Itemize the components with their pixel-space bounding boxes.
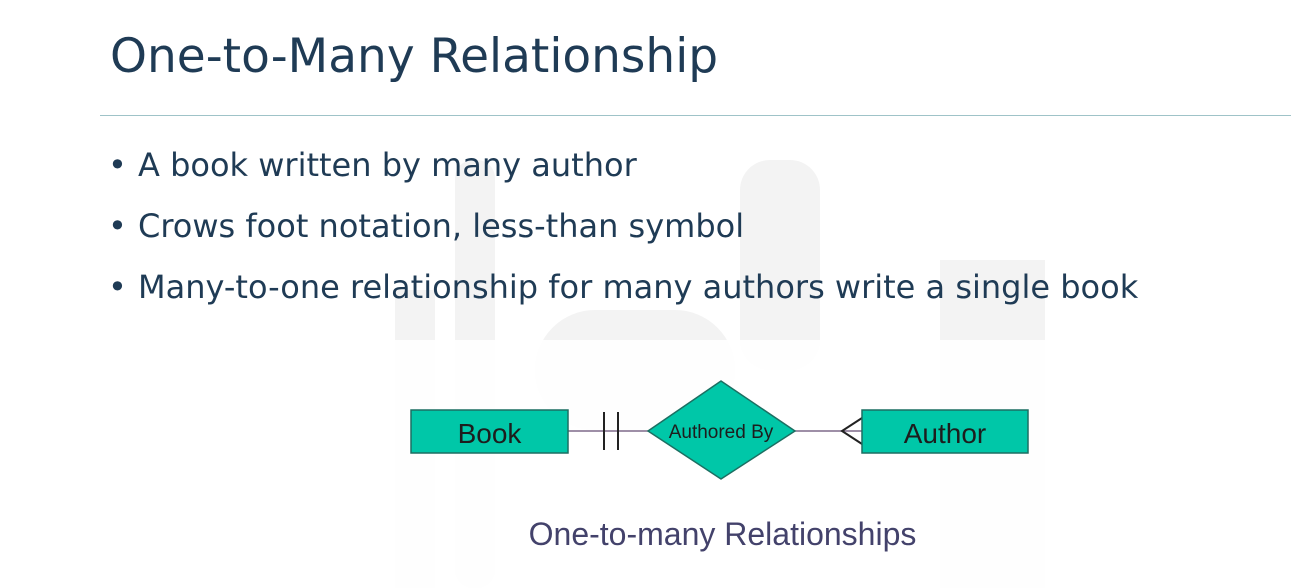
relationship-label: Authored By — [669, 422, 774, 443]
bullet-marker: • — [108, 268, 127, 306]
bullet-text: Many-to-one relationship for many author… — [138, 268, 1139, 306]
bullet-list: • A book written by many author • Crows … — [108, 143, 1138, 326]
diagram-caption: One-to-many Relationships — [528, 516, 917, 552]
entity-book-label: Book — [458, 418, 523, 449]
bullet-item: • Many-to-one relationship for many auth… — [108, 265, 1138, 326]
bullet-item: • A book written by many author — [108, 143, 1138, 204]
entity-author — [861, 409, 1029, 454]
bullet-item: • Crows foot notation, less-than symbol — [108, 204, 1138, 265]
bullet-marker: • — [108, 207, 127, 245]
bullet-text: Crows foot notation, less-than symbol — [138, 207, 745, 245]
slide-title: One-to-Many Relationship — [110, 29, 719, 84]
bullet-marker: • — [108, 146, 127, 184]
title-divider — [100, 115, 1291, 116]
entity-author-label: Author — [904, 418, 987, 449]
bullet-text: A book written by many author — [138, 146, 637, 184]
crows-foot-icon — [840, 417, 863, 445]
entity-book — [410, 409, 569, 454]
relationship-authored-by — [646, 380, 797, 480]
